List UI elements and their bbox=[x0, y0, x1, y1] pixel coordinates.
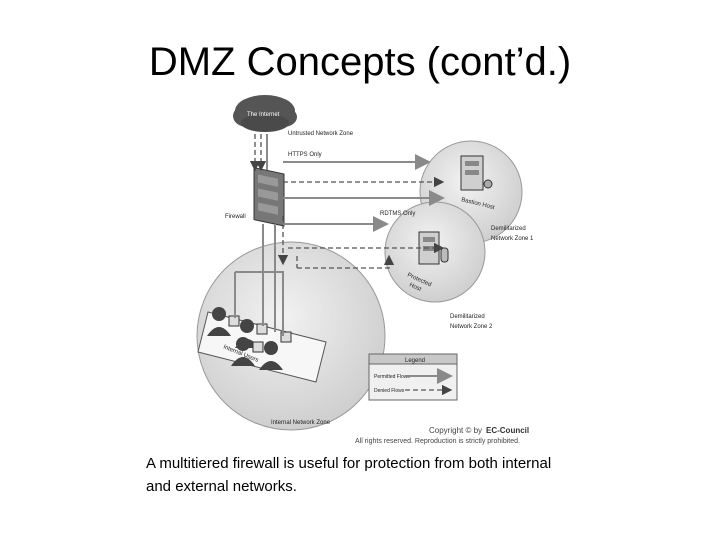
rdtms-label: RDTMS Only bbox=[380, 211, 415, 217]
legend-permitted-label: Permitted Flows bbox=[374, 374, 410, 380]
copyright-brand: EC-Council bbox=[486, 426, 529, 435]
copyright-notice: All rights reserved. Reproduction is str… bbox=[355, 438, 520, 445]
legend-title: Legend bbox=[405, 358, 425, 364]
user-icon bbox=[207, 307, 240, 336]
firewall-label: Firewall bbox=[225, 214, 246, 220]
dmz1-label: Demilitarized bbox=[491, 226, 526, 232]
firewall-icon bbox=[253, 166, 285, 227]
dmz2-label: Demilitarized bbox=[450, 314, 485, 320]
protected-host-label: Host bbox=[408, 282, 422, 293]
user-icon bbox=[259, 331, 292, 370]
permitted-flows bbox=[234, 134, 445, 336]
copyright-prefix: Copyright © by bbox=[429, 426, 482, 435]
internet-cloud-icon bbox=[233, 95, 297, 132]
legend: Legend Permitted Flows Denied Flows bbox=[368, 353, 458, 401]
bastion-host-server-icon bbox=[460, 155, 493, 191]
dmz-network-diagram: The Internet bbox=[196, 95, 534, 445]
dmz1-label: Network Zone 1 bbox=[491, 236, 534, 242]
slide-title: DMZ Concepts (cont’d.) bbox=[148, 40, 572, 84]
internal-zone-label: Internal Network Zone bbox=[271, 420, 331, 426]
slide-caption: A multitiered firewall is useful for pro… bbox=[146, 455, 552, 495]
https-label: HTTPS Only bbox=[288, 152, 322, 158]
dmz2-label: Network Zone 2 bbox=[450, 324, 493, 330]
legend-denied-label: Denied Flows bbox=[374, 388, 405, 394]
untrusted-zone-label: Untrusted Network Zone bbox=[288, 131, 354, 137]
user-icon bbox=[231, 337, 264, 366]
internet-label: The Internet bbox=[247, 112, 280, 118]
